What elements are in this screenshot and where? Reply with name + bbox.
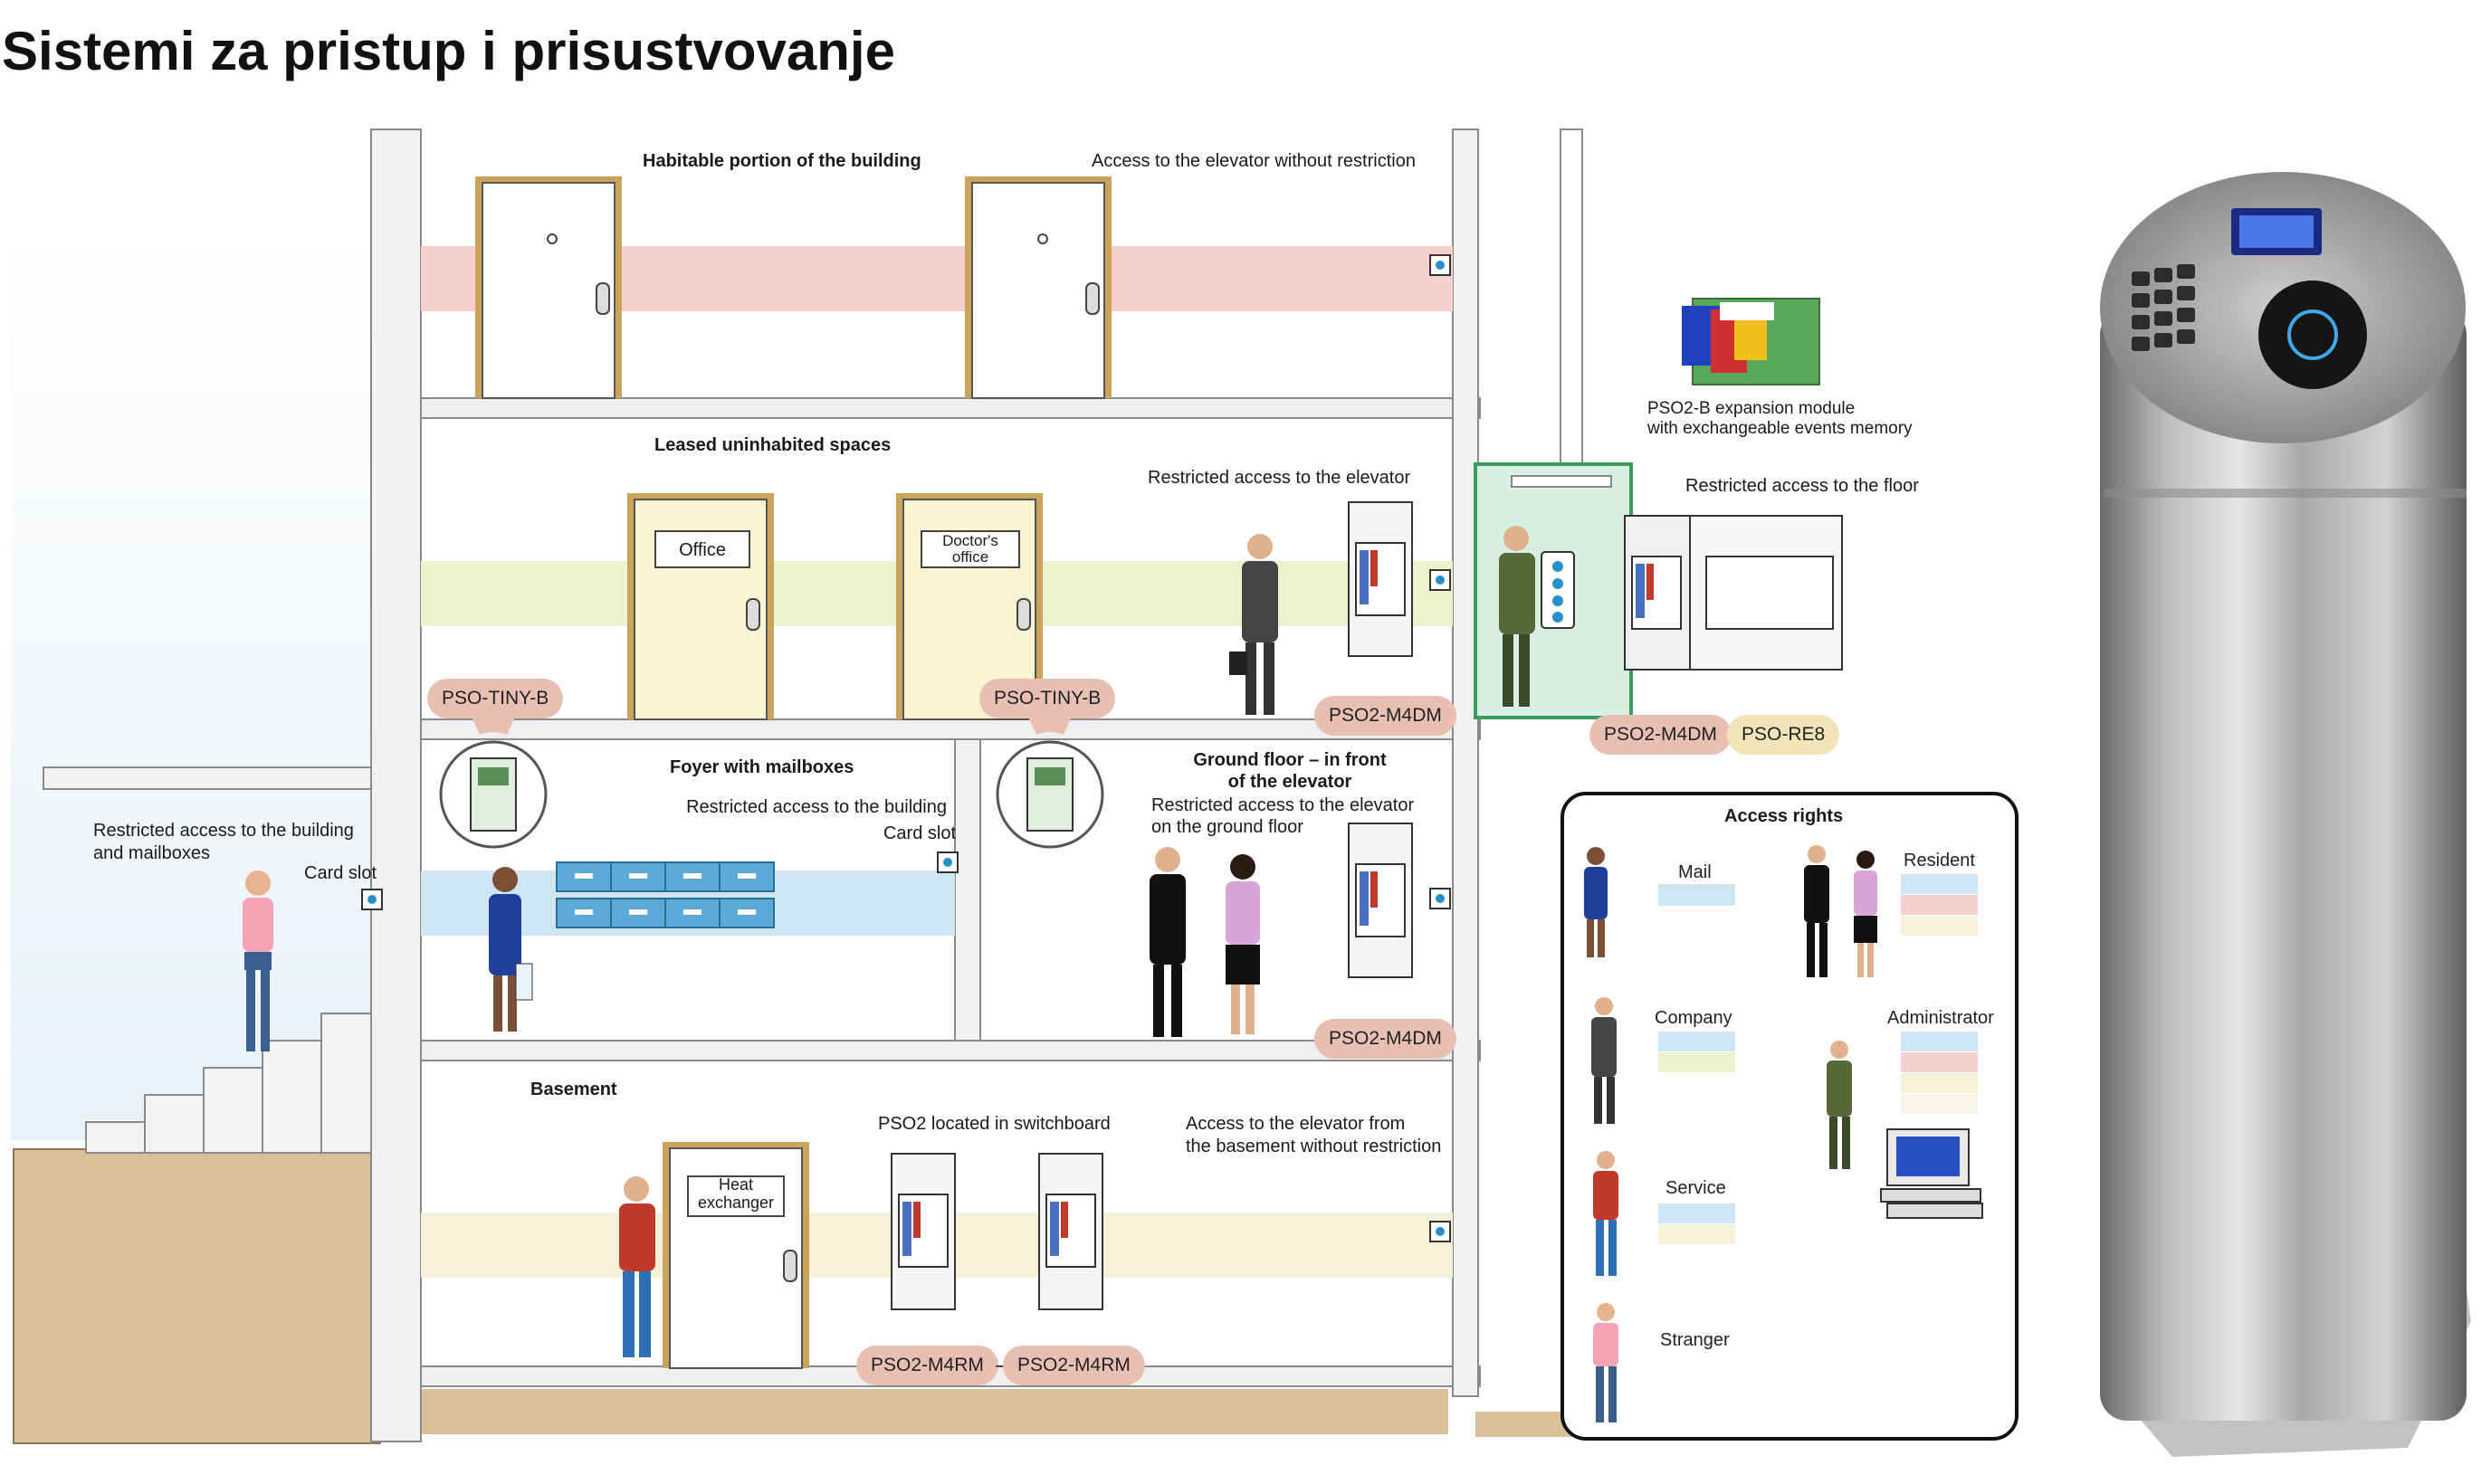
person-foyer-woman — [489, 867, 533, 1032]
legend-title: Access rights — [1724, 806, 1844, 826]
device-m4rm-right: PSO2-M4RM — [1003, 1346, 1145, 1385]
elevator-cable — [1560, 128, 1583, 465]
device-m4dm-elevator: PSO2-M4DM — [1589, 715, 1732, 755]
door-heat-label-1: Heat — [718, 1175, 754, 1194]
page-title: Sistemi za pristup i prisustvovanje — [2, 21, 895, 81]
device-m4dm-ground: PSO2-M4DM — [1314, 1019, 1456, 1059]
door-heat-label-2: exchanger — [697, 1194, 775, 1212]
floor-leased-title: Leased uninhabited spaces — [654, 435, 892, 455]
basement-note-2: the basement without restriction — [1186, 1137, 1442, 1156]
exterior-sky — [11, 235, 391, 1140]
access-rights-legend-box — [1560, 792, 2019, 1441]
door-heat-exchanger — [663, 1142, 809, 1369]
elevator-panel — [1541, 551, 1575, 629]
person-leased-man — [1229, 534, 1278, 715]
ground-partition-wall — [954, 738, 981, 1042]
person-icons — [243, 526, 1877, 1422]
device-pso-tiny-right: PSO-TINY-B — [979, 679, 1116, 718]
legend-administrator: Administrator — [1887, 1008, 1994, 1028]
legend-person-mail — [1584, 847, 1608, 957]
floor-foyer-title: Foyer with mailboxes — [670, 757, 854, 777]
door-doctor-label-1: Doctor's — [942, 532, 998, 549]
device-pso-tiny-left: PSO-TINY-B — [427, 679, 564, 718]
din-module-basement-left — [891, 1153, 956, 1310]
door-top-left — [475, 176, 622, 399]
person-elevator-man — [1499, 526, 1535, 707]
outside-stairs — [85, 1013, 372, 1154]
canopy — [43, 766, 372, 790]
person-ground-woman — [1226, 854, 1260, 1034]
floor-foyer-note: Restricted access to the building — [686, 797, 947, 817]
door-office — [627, 493, 774, 720]
floor-restriction-note: Restricted access to the floor — [1685, 476, 1919, 496]
legend-person-company — [1591, 997, 1617, 1124]
legend-resident: Resident — [1904, 851, 1975, 870]
legend-person-resident — [1804, 845, 1877, 977]
computer-icon — [1880, 1128, 1983, 1219]
door-doctor-label-2: office — [951, 548, 989, 566]
legend-person-stranger — [1593, 1303, 1618, 1422]
din-module-leased — [1348, 501, 1413, 657]
expansion-module-image — [1682, 298, 1820, 385]
legend-service: Service — [1665, 1178, 1726, 1198]
expansion-label-1: PSO2-B expansion module — [1647, 399, 1856, 418]
legend-person-service — [1593, 1151, 1618, 1276]
floor-leased-note: Restricted access to the elevator — [1148, 468, 1411, 488]
basement-switchboard-label: PSO2 located in switchboard — [878, 1114, 1111, 1134]
legend-swatches — [1658, 874, 1978, 1244]
floor-ground-title-2: of the elevator — [1227, 772, 1352, 792]
pso2-re8-block — [1624, 515, 1843, 671]
outside-note-1: Restricted access to the building — [93, 821, 354, 841]
building-wall — [370, 128, 422, 1442]
floor-top-title: Habitable portion of the building — [643, 151, 921, 171]
basement-floor-ground — [416, 1389, 1448, 1434]
legend-company: Company — [1655, 1008, 1732, 1028]
expansion-label-2: with exchangeable events memory — [1647, 419, 1913, 438]
floor-ground-note-2: on the ground floor — [1151, 817, 1303, 837]
outside-card-slot: Card slot — [304, 863, 377, 883]
floor-foyer-card-slot: Card slot — [883, 823, 956, 843]
device-m4rm-left: PSO2-M4RM — [856, 1346, 998, 1385]
door-top-right — [965, 176, 1112, 399]
floor-top-note: Access to the elevator without restricti… — [1092, 151, 1416, 171]
basement-note-1: Access to the elevator from — [1186, 1114, 1406, 1134]
device-m4dm-leased: PSO2-M4DM — [1314, 696, 1456, 736]
floor-ground-note-1: Restricted access to the elevator — [1151, 795, 1415, 815]
outside-note-2: and mailboxes — [93, 843, 210, 863]
person-ground-man — [1150, 847, 1186, 1037]
floor-slabs — [420, 397, 1481, 1387]
person-outside-woman — [243, 870, 273, 1051]
device-re8: PSO-RE8 — [1727, 715, 1840, 755]
exterior-ground — [13, 1148, 381, 1444]
legend-person-administrator — [1827, 1041, 1852, 1169]
floor-basement-title: Basement — [530, 1080, 617, 1099]
right-wall — [1452, 128, 1479, 1397]
stainless-bollard-photo — [2100, 172, 2471, 1457]
device-m4rm-separator: – — [996, 1356, 1007, 1375]
floor-ground-title-1: Ground floor – in front — [1193, 750, 1387, 770]
legend-stranger: Stranger — [1660, 1330, 1730, 1350]
din-module-basement-right — [1038, 1153, 1103, 1310]
person-basement-worker — [619, 1176, 655, 1357]
din-module-ground — [1348, 823, 1413, 978]
door-office-label: Office — [679, 540, 726, 560]
legend-mail: Mail — [1678, 862, 1712, 882]
